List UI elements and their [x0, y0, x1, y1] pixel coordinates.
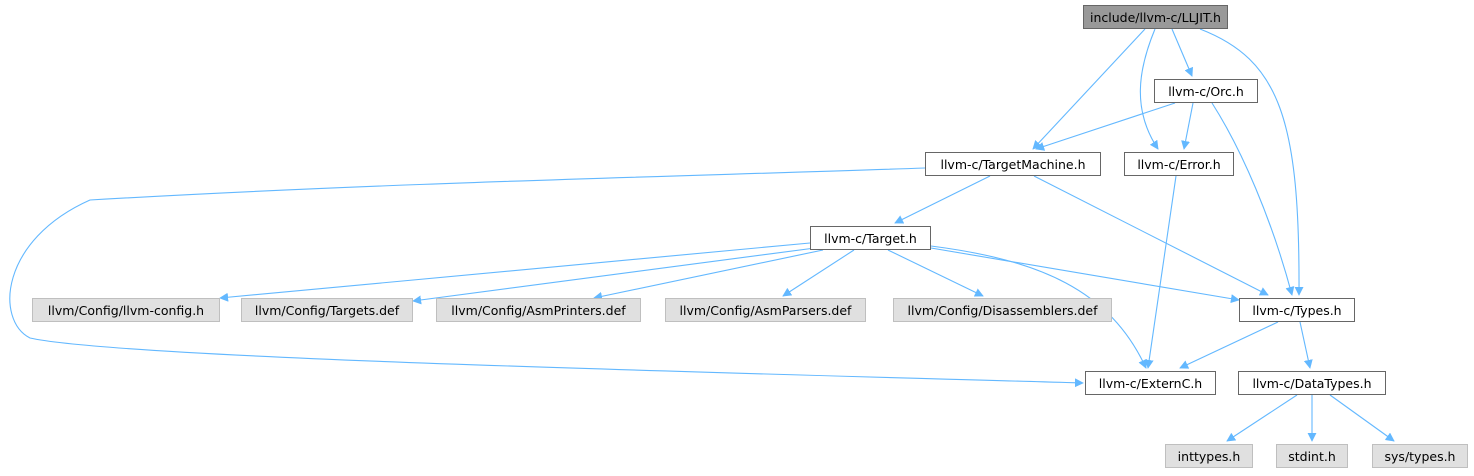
- edge-lljit-to-error: [1139, 28, 1159, 150]
- edge-target-to-targetsdef: [412, 247, 816, 305]
- node-target-h[interactable]: llvm-c/Target.h: [810, 226, 931, 250]
- edge-targetmachine-to-target: [894, 175, 991, 224]
- edge-orc-to-targetmachine: [1035, 102, 1176, 151]
- node-lljit-h: include/llvm-c/LLJIT.h: [1083, 5, 1228, 29]
- edge-orc-to-error: [1181, 102, 1194, 150]
- node-llvm-config-h: llvm/Config/llvm-config.h: [32, 298, 220, 322]
- node-disassemblers-def: llvm/Config/Disassemblers.def: [893, 298, 1112, 322]
- edge-types-to-datatypes: [1299, 321, 1313, 369]
- edge-target-to-llvmconfig: [219, 242, 811, 302]
- node-asmprinters-def: llvm/Config/AsmPrinters.def: [436, 298, 641, 322]
- node-externc-h[interactable]: llvm-c/ExternC.h: [1085, 371, 1216, 395]
- edge-target-to-asmprinters: [593, 249, 824, 301]
- edge-targetmachine-to-types: [1033, 175, 1269, 296]
- node-inttypes-h: inttypes.h: [1165, 444, 1253, 468]
- edge-orc-to-types: [1211, 102, 1295, 296]
- edge-error-to-externc: [1144, 175, 1177, 369]
- edge-types-to-externc: [1179, 321, 1279, 369]
- node-asmparsers-def: llvm/Config/AsmParsers.def: [665, 298, 866, 322]
- edge-target-to-disassemblers: [887, 249, 984, 297]
- node-orc-h[interactable]: llvm-c/Orc.h: [1154, 79, 1258, 103]
- node-types-h[interactable]: llvm-c/Types.h: [1239, 298, 1355, 322]
- node-error-h[interactable]: llvm-c/Error.h: [1124, 152, 1234, 176]
- node-sys-types-h: sys/types.h: [1372, 444, 1468, 468]
- node-datatypes-h[interactable]: llvm-c/DataTypes.h: [1238, 371, 1386, 395]
- edge-lljit-to-types: [1199, 28, 1304, 296]
- edge-datatypes-to-inttypes: [1226, 394, 1298, 442]
- node-targetmachine-h[interactable]: llvm-c/TargetMachine.h: [925, 152, 1101, 176]
- edge-targetmachine-to-externc: [9, 167, 1084, 388]
- edge-datatypes-to-systypes: [1329, 394, 1395, 442]
- edge-lljit-to-orc: [1171, 28, 1193, 77]
- edge-target-to-asmparsers: [782, 249, 855, 297]
- node-targets-def: llvm/Config/Targets.def: [241, 298, 413, 322]
- edge-target-to-types: [930, 247, 1240, 304]
- node-stdint-h: stdint.h: [1276, 444, 1348, 468]
- edge-target-to-externc: [930, 245, 1147, 369]
- edge-lljit-to-targetmachine: [1032, 28, 1146, 150]
